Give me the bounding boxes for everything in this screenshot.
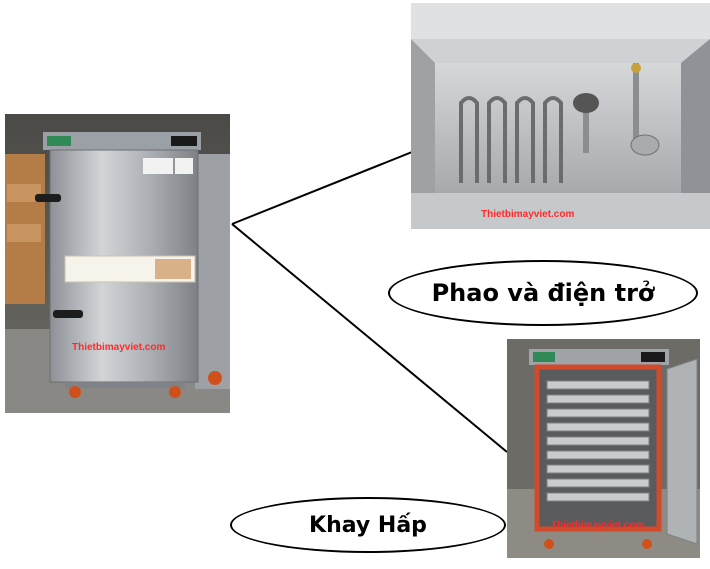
cabinet-photo: Thietbimayviet.com (5, 114, 230, 413)
interior-photo: Thietbimayviet.com (411, 3, 710, 229)
cabinet-illustration (5, 114, 230, 413)
trays-photo: Thietbimayviet.com (507, 339, 700, 558)
trays-watermark: Thietbimayviet.com (551, 520, 645, 531)
trays-illustration (507, 339, 700, 558)
connector-line-to-interior (231, 151, 413, 225)
interior-watermark: Thietbimayviet.com (481, 209, 575, 220)
connector-line-to-trays (231, 223, 508, 453)
float-heater-callout-label: Phao và điện trở (431, 279, 655, 307)
float-heater-callout: Phao và điện trở (388, 260, 698, 326)
interior-illustration (411, 3, 710, 229)
steam-tray-callout: Khay Hấp (230, 497, 506, 553)
cabinet-watermark: Thietbimayviet.com (72, 342, 166, 353)
steam-tray-callout-label: Khay Hấp (309, 512, 427, 538)
